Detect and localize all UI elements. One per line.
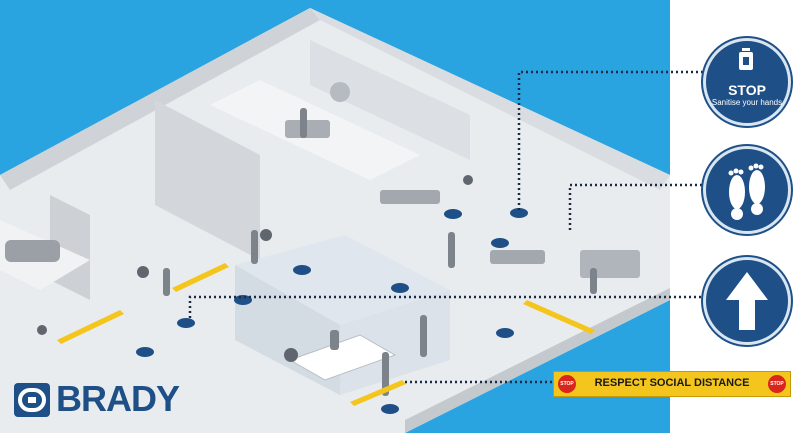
wall-left-room — [155, 100, 260, 260]
wall-theatre — [310, 40, 470, 160]
stop-badge-left: STOP — [558, 375, 576, 393]
floor-distance-tapes — [57, 263, 595, 406]
stop-sanitise-sign: STOP Sanitise your hands — [703, 38, 791, 126]
banner-text: RESPECT SOCIAL DISTANCE — [594, 377, 750, 389]
plants — [37, 175, 473, 362]
stop-badge-right: STOP — [768, 375, 786, 393]
floor-markers — [136, 208, 528, 414]
stop-title: STOP — [728, 82, 766, 98]
front-wall — [405, 288, 670, 433]
back-wall-right — [310, 8, 670, 190]
footprints-icon — [728, 163, 765, 220]
stop-subtitle: Sanitise your hands — [711, 98, 783, 107]
brady-logo: BRADY — [14, 378, 204, 420]
arrow-sign — [703, 257, 791, 345]
brady-mark-icon — [18, 388, 46, 412]
brady-logo-mark — [14, 383, 50, 417]
people — [163, 108, 597, 396]
brady-logo-text: BRADY — [56, 378, 180, 419]
connector-lines — [188, 70, 705, 384]
back-wall-left — [0, 8, 320, 190]
mri-scanner — [5, 240, 60, 262]
operating-table — [285, 120, 330, 138]
glass-room-roof — [235, 235, 450, 325]
surgical-lamp — [330, 82, 350, 102]
office-desk — [580, 250, 640, 278]
hand-sanitiser-icon — [739, 48, 753, 70]
waiting-chairs — [380, 190, 440, 204]
social-distance-banner: STOP RESPECT SOCIAL DISTANCE STOP — [553, 371, 791, 397]
arrow-up-icon — [726, 272, 768, 330]
footprints-sign — [703, 146, 791, 234]
waiting-chairs-2 — [490, 250, 545, 264]
